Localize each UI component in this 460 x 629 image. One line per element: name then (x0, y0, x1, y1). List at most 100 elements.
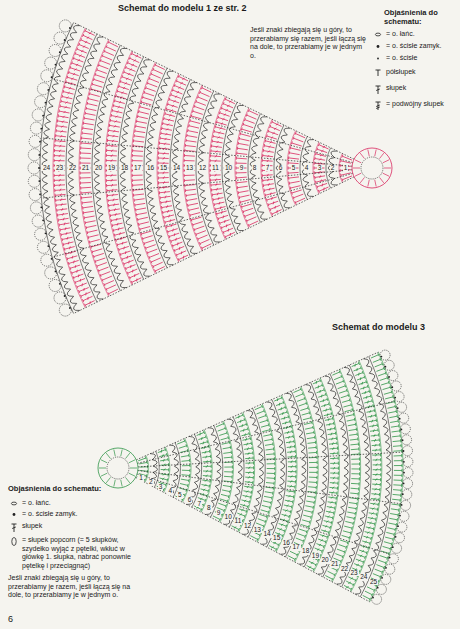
row-number: 19 (107, 165, 116, 172)
row-number: 11 (211, 165, 220, 172)
row-line (257, 404, 276, 542)
chain-symbol (11, 502, 16, 505)
stitch-row (288, 388, 317, 561)
legend-text: półsłupek (386, 68, 458, 77)
picot-loop (381, 574, 391, 584)
stitch-dot (51, 76, 53, 78)
picot-loop (391, 381, 401, 391)
picot-loop (384, 360, 394, 370)
picot-loop (32, 215, 44, 227)
chain-row (42, 25, 80, 310)
picot-loop (28, 162, 40, 174)
picot-loop (402, 490, 412, 500)
row-line (274, 125, 284, 211)
legend-text: = o. ścisłe zamyk. (22, 510, 134, 519)
stitch-row (288, 132, 305, 204)
row-number: 19 (311, 553, 320, 560)
stitch-dot (385, 567, 387, 569)
chain-row (262, 402, 285, 544)
row-number: 8 (252, 165, 258, 172)
chain-row (205, 428, 221, 515)
chain-row (198, 94, 220, 242)
center-stitches (353, 150, 391, 187)
row-number: 12 (243, 523, 252, 530)
row-number: 17 (133, 165, 142, 172)
row-line (222, 102, 237, 234)
row-number: 7 (265, 165, 271, 172)
row-number: 14 (172, 165, 181, 172)
row-number: 22 (68, 165, 77, 172)
picot-loop (45, 267, 57, 279)
stitch-dot (42, 219, 44, 221)
center-ring (107, 457, 129, 479)
row-number: 24 (42, 165, 51, 172)
picot-loop (392, 543, 402, 553)
row-number: 1 (343, 165, 349, 172)
chain-row (224, 419, 242, 524)
row-number: 11 (234, 518, 243, 525)
stitch-dot (389, 557, 391, 559)
row-number: 2 (148, 479, 154, 486)
stitch-dot (64, 295, 66, 297)
center-ring (352, 148, 392, 188)
legend-heading: Objaśnienia do schematu: (384, 8, 458, 26)
picot-loop (29, 135, 41, 147)
stitch-dot (45, 232, 47, 234)
row-number: 18 (120, 165, 129, 172)
chain-row (318, 376, 349, 574)
row-number: 15 (272, 535, 281, 542)
popcorn-symbol (12, 538, 16, 546)
chain-row (224, 105, 244, 230)
stitch-dot (395, 536, 397, 538)
stitch-row (213, 422, 233, 521)
legend-text: = podwójny słupek (386, 100, 458, 109)
row-number: 10 (224, 165, 233, 172)
stitch-dot (69, 27, 71, 29)
row-line (285, 391, 307, 557)
panel-divider (136, 352, 403, 602)
stitch-dot (385, 366, 387, 368)
picot-loop (49, 280, 61, 292)
stitch-symbol (376, 86, 381, 94)
stitch-dot (59, 51, 61, 53)
stitch-dot (403, 483, 405, 485)
stitch-dot (401, 504, 403, 506)
stitch-dot (55, 271, 57, 273)
stitch-symbol (376, 70, 381, 76)
stitch-dot (45, 102, 47, 104)
center-stitches (99, 450, 137, 487)
stitch-row (314, 143, 329, 192)
stitch-dot (399, 515, 401, 517)
chain-row (302, 140, 314, 197)
stitch-dot (381, 356, 383, 358)
chain-row (146, 71, 173, 265)
picot-loop (28, 175, 40, 187)
picot-loop (395, 533, 405, 543)
stitch-row (269, 396, 296, 550)
stitch-row (363, 353, 402, 600)
chain-row (168, 445, 179, 495)
picot-loop (54, 32, 66, 44)
stitch-row (157, 448, 169, 491)
chain-row (299, 385, 327, 565)
chain-row (243, 411, 264, 535)
stitch-row (307, 379, 339, 571)
stitch-dot (39, 193, 41, 195)
row-number: 14 (262, 531, 271, 538)
row-line (211, 425, 223, 517)
row-number: 4 (167, 488, 173, 495)
row-line (295, 387, 318, 562)
stitch-row (80, 41, 118, 295)
stitch-dot (403, 461, 405, 463)
stitch-dot (64, 39, 66, 41)
row-number: 8 (206, 505, 212, 512)
row-line (173, 443, 180, 498)
stitch-row (175, 440, 190, 502)
row-number: 6 (187, 497, 193, 504)
row-number: 2 (330, 165, 336, 172)
stitch-row (340, 155, 352, 182)
row-number: 20 (94, 165, 103, 172)
picot-loop (399, 511, 409, 521)
